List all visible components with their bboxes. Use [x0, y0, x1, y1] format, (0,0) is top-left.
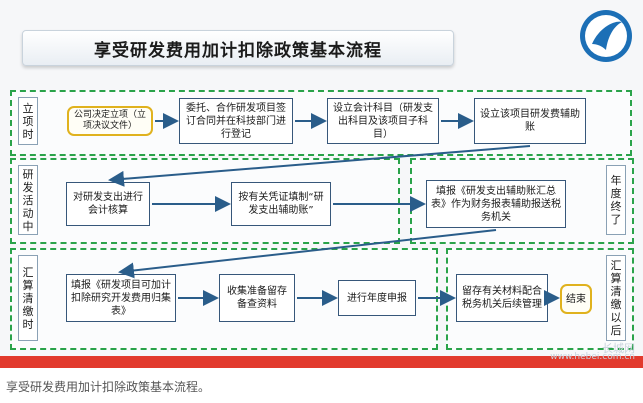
step-set-account: 设立会计科目（研发支出科目及该项目子科目）: [327, 98, 439, 144]
step-summary-report: 填报《研发支出辅助账汇总表》作为财务报表辅助报送税务机关: [426, 180, 566, 228]
title-bar: 享受研发费用加计扣除政策基本流程: [22, 30, 454, 66]
step-decide-project: 公司决定立项（立项决议文件）: [67, 106, 153, 136]
watermark-text: 长城网: [602, 342, 635, 355]
page-title: 享受研发费用加计扣除政策基本流程: [94, 40, 382, 61]
side-label-huisuan-right: 汇算清缴以后: [606, 255, 626, 341]
side-label-huisuan-left: 汇算清缴时: [18, 255, 38, 341]
side-label-yanfa: 研发活动中: [18, 165, 38, 235]
arrow-b7-b8: [118, 229, 497, 279]
step-prepare-records: 收集准备留存备查资料: [219, 274, 295, 322]
red-band: [0, 356, 643, 368]
step-accounting: 对研发支出进行会计核算: [66, 182, 150, 226]
step-end: 结束: [560, 284, 592, 314]
step-retain-materials: 留存有关材料配合税务机关后续管理: [456, 274, 548, 322]
side-label-lixiang: 立项时: [18, 97, 38, 145]
image-caption: 享受研发费用加计扣除政策基本流程。: [6, 380, 211, 394]
logo-icon: [580, 10, 632, 62]
step-sign-contract: 委托、合作研发项目签订合同并在科技部门进行登记: [179, 98, 293, 144]
arrow-b4-b5: [108, 145, 531, 187]
arrow-layer: [108, 113, 560, 306]
side-label-niandu: 年度终了: [606, 165, 626, 235]
step-annual-filing: 进行年度申报: [338, 280, 416, 316]
step-collection-table: 填报《研发项目可加计扣除研究开发费用归集表》: [66, 274, 176, 322]
watermark-url: www.hebei.com.cn: [550, 352, 635, 362]
step-setup-aux-account: 设立该项目研发费辅助账: [474, 98, 586, 144]
step-fill-aux-account: 按有关凭证填制“研发支出辅助账”: [231, 182, 331, 226]
